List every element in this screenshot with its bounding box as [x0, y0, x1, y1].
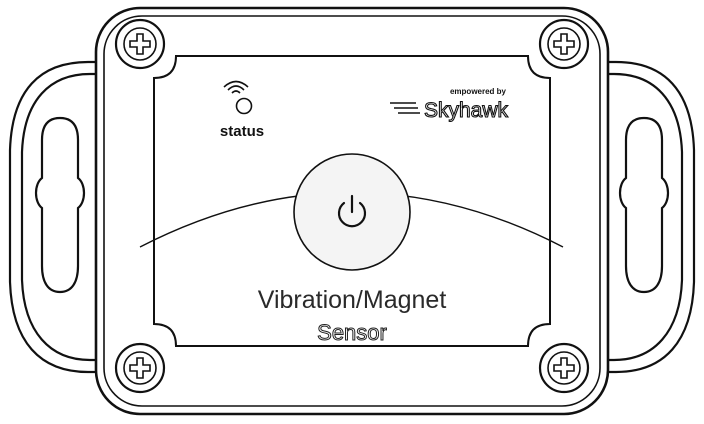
screw-bottom-right	[538, 342, 590, 394]
wireless-signal-icon	[223, 80, 249, 94]
product-name: Vibration/Magnet	[258, 286, 447, 314]
right-mounting-tab	[594, 60, 696, 374]
power-button[interactable]	[293, 153, 411, 271]
branding-brand: Skyhawk	[424, 99, 509, 122]
left-mounting-tab	[8, 60, 110, 374]
right-slot	[618, 116, 670, 294]
power-icon	[337, 194, 367, 228]
screw-top-right	[538, 18, 590, 70]
left-slot	[34, 116, 86, 294]
inner-face	[153, 55, 551, 347]
status-label: status	[220, 123, 264, 140]
screw-top-left	[114, 18, 166, 70]
branding-tagline: empowered by	[450, 87, 507, 96]
status-led	[235, 97, 253, 115]
skyhawk-speed-lines-icon	[390, 102, 420, 114]
product-type: Sensor	[317, 320, 387, 345]
screw-bottom-left	[114, 342, 166, 394]
